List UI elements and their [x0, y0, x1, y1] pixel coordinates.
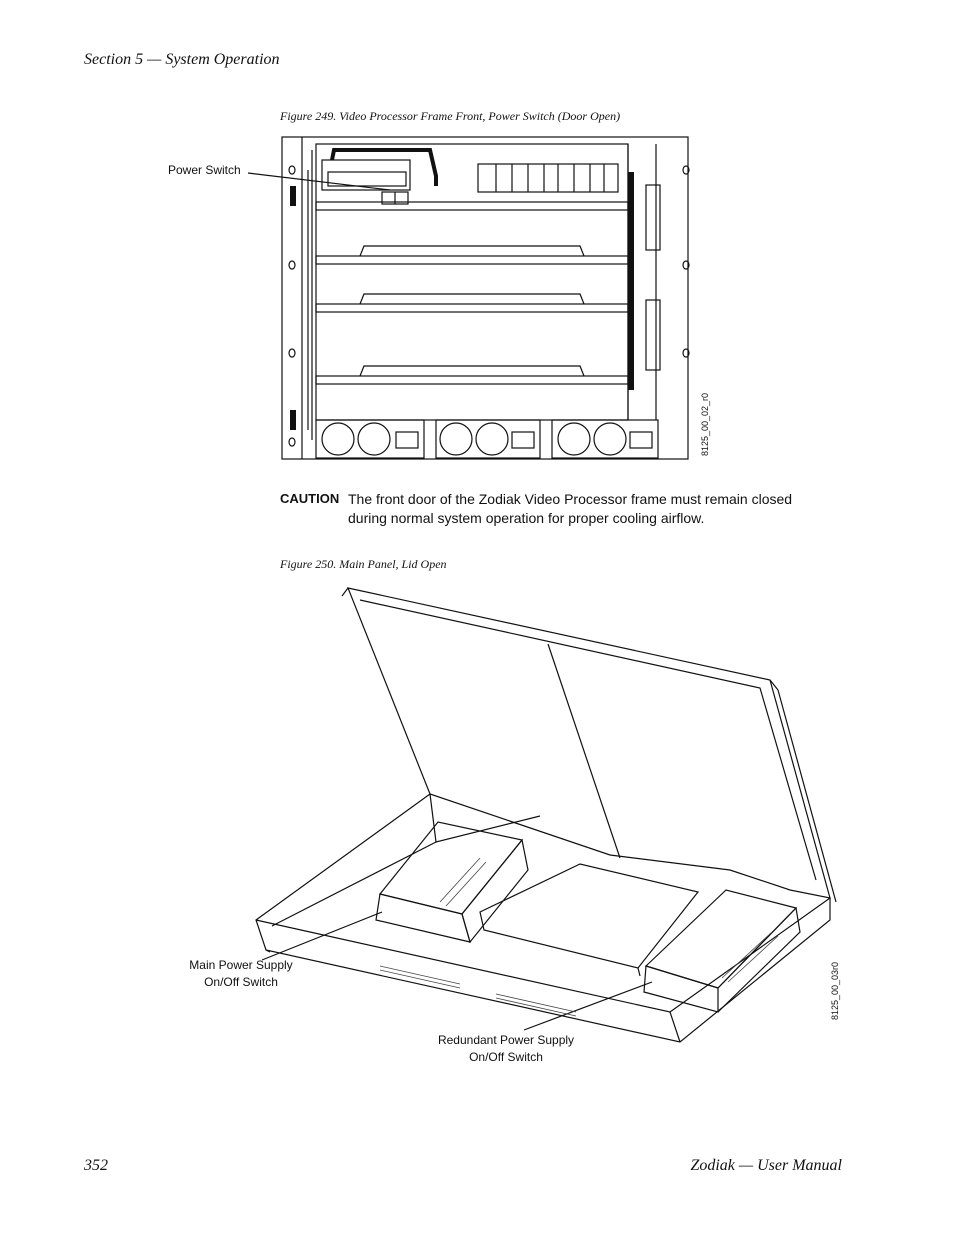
video-processor-frame-drawing — [247, 136, 690, 460]
section-header: Section 5 — System Operation — [84, 51, 280, 68]
figure-249-caption: Figure 249. Video Processor Frame Front,… — [280, 109, 621, 123]
figure-250-caption: Figure 250. Main Panel, Lid Open — [280, 557, 447, 571]
power-switch-callout: Power Switch — [168, 163, 241, 177]
page-number: 352 — [84, 1157, 108, 1174]
redundant-power-supply-callout-line1: Redundant Power Supply — [437, 1033, 575, 1047]
caution-label: CAUTION — [280, 491, 340, 506]
main-power-supply-callout: Main Power Supply On/Off Switch — [186, 957, 296, 991]
figure-249-drawing-id: 8125_00_02_r0 — [700, 392, 710, 456]
figure-250-drawing-id: 8125_00_03r0 — [830, 961, 840, 1020]
main-panel-lid-open-drawing — [255, 587, 837, 1043]
main-power-supply-callout-line2: On/Off Switch — [204, 975, 278, 989]
manual-title: Zodiak — User Manual — [690, 1157, 842, 1174]
main-power-supply-callout-line1: Main Power Supply — [189, 958, 293, 972]
redundant-power-supply-callout: Redundant Power Supply On/Off Switch — [430, 1032, 582, 1066]
caution-text: The front door of the Zodiak Video Proce… — [348, 491, 793, 526]
redundant-power-supply-callout-line2: On/Off Switch — [469, 1050, 543, 1064]
